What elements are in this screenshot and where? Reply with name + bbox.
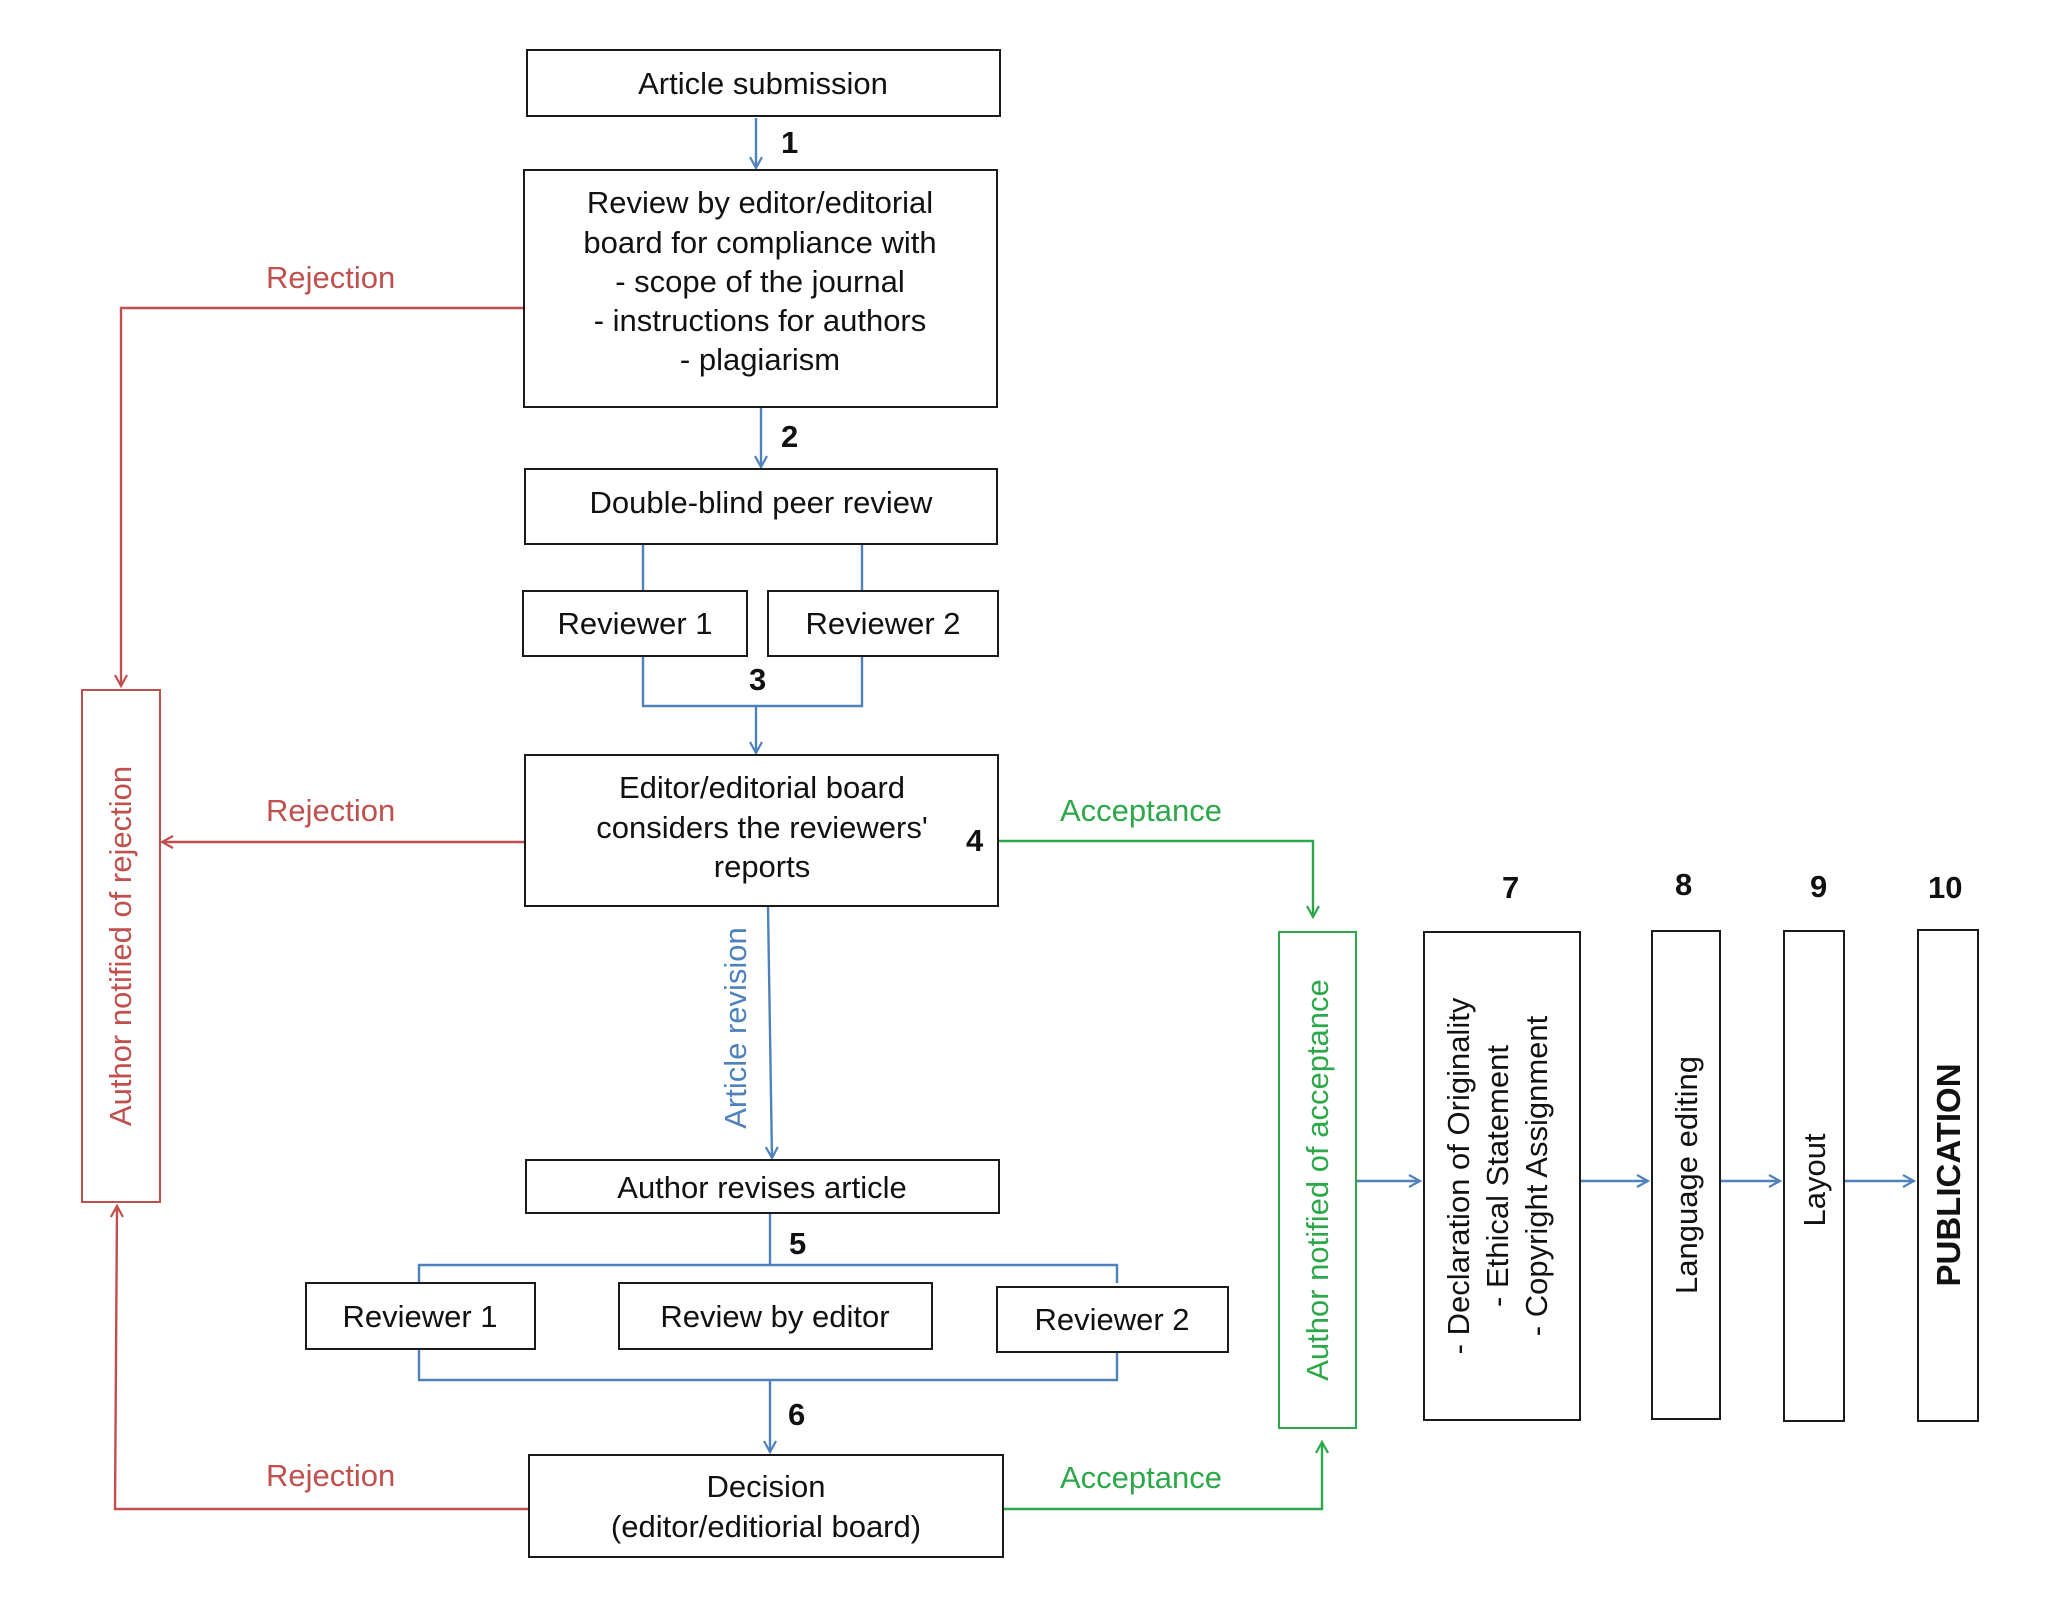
rejection-path-decision — [115, 1206, 528, 1511]
node-decision-line: Decision — [707, 1469, 826, 1504]
node-reviewer-1-second-round-label: Reviewer 1 — [342, 1299, 497, 1334]
connector-reviewers-merge — [641, 656, 864, 708]
node-language-editing-label: Language editing — [1669, 1056, 1704, 1294]
node-review-by-editor-label: Review by editor — [660, 1299, 889, 1334]
node-editor-considers-reports-line: Editor/editorial board — [619, 770, 905, 805]
node-initial-review: Review by editor/editorial board for com… — [523, 169, 998, 408]
node-declarations-line: - Ethical Statement — [1480, 1045, 1515, 1307]
step-number-8: 8 — [1675, 867, 1692, 902]
edge-label-rejection: Rejection — [266, 793, 395, 828]
connector-revised-split — [417, 1263, 1119, 1283]
edge-label-acceptance: Acceptance — [1060, 793, 1222, 828]
node-reviewer-2-first-round-label: Reviewer 2 — [805, 606, 960, 641]
step-number-9: 9 — [1810, 869, 1827, 904]
step-number-3: 3 — [749, 662, 766, 697]
rejection-path-initial — [121, 306, 523, 686]
node-declarations-line: - Declaration of Originality — [1441, 997, 1476, 1354]
node-article-submission: Article submission — [526, 49, 1001, 117]
node-publication: PUBLICATION — [1917, 929, 1979, 1422]
node-author-revises-article-label: Author revises article — [617, 1170, 906, 1205]
node-article-submission-label: Article submission — [638, 66, 888, 101]
node-layout-label: Layout — [1797, 1133, 1832, 1226]
node-declarations: - Declaration of Originality - Ethical S… — [1423, 931, 1581, 1421]
node-decision: Decision (editor/editiorial board) — [528, 1454, 1004, 1558]
node-author-notified-of-rejection: Author notified of rejection — [81, 689, 161, 1203]
step-number-4: 4 — [966, 823, 984, 858]
node-double-blind-peer-review: Double-blind peer review — [524, 468, 998, 545]
node-reviewer-2-second-round-label: Reviewer 2 — [1034, 1302, 1189, 1337]
edge-label-rejection: Rejection — [266, 260, 395, 295]
edge-label-acceptance: Acceptance — [1060, 1460, 1222, 1495]
node-initial-review-line: - plagiarism — [680, 342, 840, 377]
edge-label-article-revision: Article revision — [718, 927, 753, 1129]
acceptance-path-decision — [1003, 1442, 1322, 1511]
node-declarations-line: - Copyright Assignment — [1519, 1015, 1554, 1336]
node-double-blind-peer-review-label: Double-blind peer review — [590, 485, 934, 520]
node-editor-considers-reports-line: reports — [714, 849, 810, 884]
node-initial-review-line: board for compliance with — [583, 225, 936, 260]
node-initial-review-line: Review by editor/editorial — [587, 185, 933, 220]
node-editor-considers-reports-line: considers the reviewers' — [596, 810, 928, 845]
edge-label-rejection: Rejection — [266, 1458, 395, 1493]
node-reviewer-1-first-round-label: Reviewer 1 — [557, 606, 712, 641]
node-author-notified-of-rejection-label: Author notified of rejection — [103, 766, 138, 1126]
node-author-notified-of-acceptance-label: Author notified of acceptance — [1300, 979, 1335, 1381]
node-initial-review-line: - instructions for authors — [594, 303, 927, 338]
step-number-6: 6 — [788, 1397, 805, 1432]
node-author-revises-article: Author revises article — [525, 1159, 1000, 1214]
node-reviewer-1-second-round: Reviewer 1 — [305, 1282, 536, 1350]
node-reviewer-1-first-round: Reviewer 1 — [522, 590, 748, 657]
acceptance-path-peer-review — [998, 839, 1313, 917]
node-publication-label: PUBLICATION — [1930, 1063, 1967, 1286]
node-reviewer-2-second-round: Reviewer 2 — [996, 1286, 1229, 1353]
node-decision-line: (editor/editiorial board) — [611, 1509, 921, 1544]
step-number-10: 10 — [1928, 870, 1962, 905]
node-layout: Layout — [1783, 930, 1845, 1422]
arrow-article-revision — [768, 906, 772, 1158]
connector-second-review-merge — [417, 1350, 1119, 1382]
step-number-7: 7 — [1502, 870, 1519, 905]
step-number-5: 5 — [789, 1226, 806, 1261]
node-review-by-editor: Review by editor — [618, 1282, 933, 1350]
node-reviewer-2-first-round: Reviewer 2 — [767, 590, 999, 657]
node-editor-considers-reports: Editor/editorial board considers the rev… — [524, 754, 999, 907]
node-author-notified-of-acceptance: Author notified of acceptance — [1278, 931, 1357, 1429]
node-language-editing: Language editing — [1651, 930, 1721, 1420]
step-number-2: 2 — [781, 419, 798, 454]
node-initial-review-line: - scope of the journal — [615, 264, 905, 299]
step-number-1: 1 — [781, 125, 798, 160]
